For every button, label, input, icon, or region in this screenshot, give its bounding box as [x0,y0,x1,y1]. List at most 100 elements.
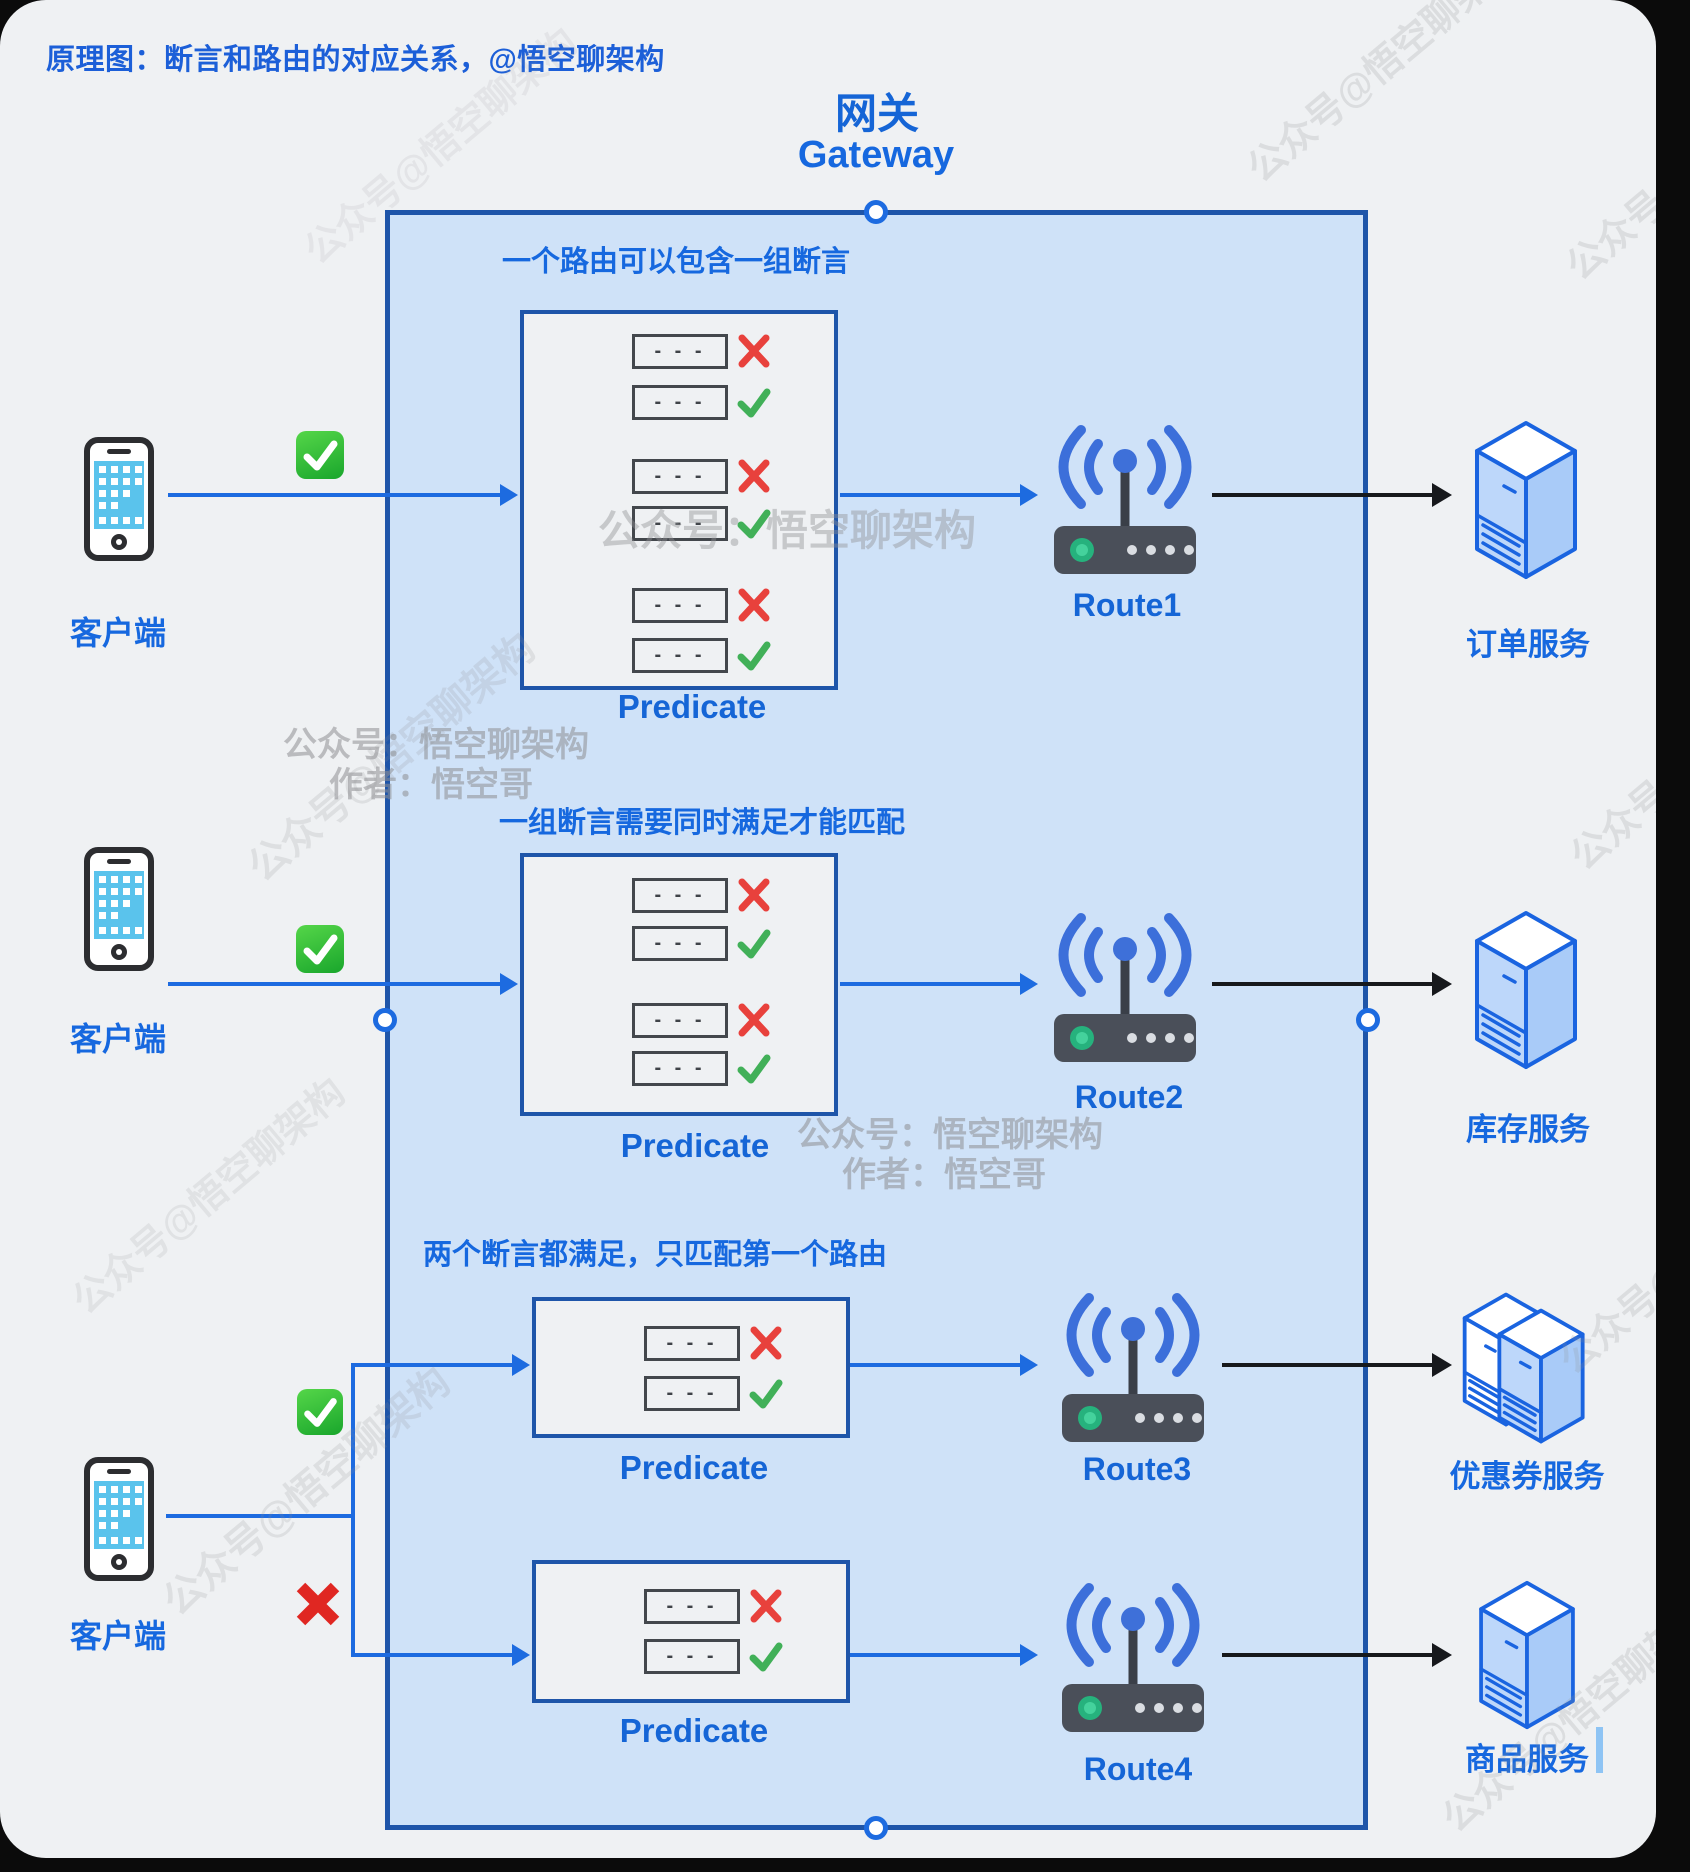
check-icon [737,388,771,418]
arrowhead [1020,1644,1038,1666]
arrowhead [1020,973,1038,995]
arrowhead [1020,484,1038,506]
service-label-4: 商品服务 [1465,1742,1589,1777]
predicate-rule: - - - [632,925,773,961]
dash-text: - - - [654,339,706,362]
predicate-box-2: - - - - - - - - - - - - [520,853,838,1116]
cross-icon [738,334,770,368]
client-phone-icon [84,437,154,561]
cross-icon [738,459,770,493]
predicate-rule: - - - [632,458,773,494]
predicate-rule: - - - [632,384,773,420]
check-icon [737,1054,771,1084]
dash-text: - - - [654,511,706,534]
dash-text: - - - [666,1644,718,1667]
match-check-emoji [296,431,344,479]
predicate-rule: - - - [632,637,773,673]
arrow-predicate4-to-route4 [850,1653,1022,1657]
watermark-diagonal: 公众号@悟空聊架构 [65,1071,354,1323]
dash-text: - - - [654,643,706,666]
server-icon [1475,421,1577,579]
predicate-rule: - - - [644,1325,785,1361]
rule-box: - - - [632,637,728,673]
predicate-rule: - - - [632,1050,773,1086]
predicate-rule: - - - [632,877,773,913]
gateway-title-en: Gateway [797,134,955,176]
cross-icon [750,1589,782,1623]
rule-box: - - - [632,925,728,961]
gateway-handle-left[interactable] [373,1008,397,1032]
arrow-route2-to-service2 [1212,982,1434,986]
line-client3-to-branch [166,1514,355,1518]
predicate-rule: - - - [644,1588,785,1624]
router-icon [1054,425,1196,574]
gateway-handle-top[interactable] [864,200,888,224]
rule-box: - - - [632,587,728,623]
rule-box: - - - [632,877,728,913]
cross-icon [738,878,770,912]
arrow-route1-to-service1 [1212,493,1434,497]
rule-box: - - - [644,1375,740,1411]
arrowhead [1432,972,1452,996]
predicate-box-1: - - - - - - - - - - - - - - - - - - [520,310,838,690]
rule-box: - - - [644,1325,740,1361]
rule-box: - - - [632,333,728,369]
rule-box: - - - [632,1002,728,1038]
arrowhead [500,973,518,995]
gateway-title-zh: 网关 [834,90,920,137]
arrow-client2-to-predicate2 [168,982,502,986]
gateway-handle-right[interactable] [1356,1008,1380,1032]
service-label-3: 优惠券服务 [1449,1459,1605,1494]
text-cursor [1596,1727,1603,1773]
service-label-2: 库存服务 [1466,1112,1590,1147]
predicate-label-1: Predicate [617,688,767,725]
client-label-1: 客户端 [69,615,167,651]
rule-box: - - - [632,1050,728,1086]
route-label-3: Route3 [1082,1451,1192,1487]
dash-text: - - - [654,593,706,616]
match-check-emoji [296,925,344,973]
cross-icon [750,1326,782,1360]
cross-icon [738,1003,770,1037]
server-icon [1479,1580,1575,1730]
page-background: 原理图：断言和路由的对应关系，@悟空聊架构 网关 Gateway 一个路由可以包… [0,0,1656,1858]
dash-text: - - - [654,1056,706,1079]
arrowhead [512,1354,530,1376]
route-label-2: Route2 [1074,1079,1184,1115]
router-icon [1054,913,1196,1062]
arrow-client1-to-predicate1 [168,493,502,497]
dash-text: - - - [654,1008,706,1031]
client-phone-icon [84,1457,154,1581]
predicate-rule: - - - [644,1638,785,1674]
gateway-handle-bottom[interactable] [864,1816,888,1840]
arrowhead [512,1644,530,1666]
branch-vertical-line [351,1363,355,1657]
dash-text: - - - [654,464,706,487]
match-check-emoji [297,1389,343,1435]
server-icon [1475,911,1577,1069]
dash-text: - - - [654,931,706,954]
arrowhead [1020,1354,1038,1376]
route-label-4: Route4 [1083,1751,1193,1787]
dash-text: - - - [654,883,706,906]
arrowhead [500,484,518,506]
arrow-predicate1-to-route1 [840,493,1022,497]
arrow-route3-to-service3 [1222,1363,1434,1367]
dash-text: - - - [666,1594,718,1617]
predicate-rule: - - - [632,587,773,623]
arrow-predicate3-to-route3 [850,1363,1022,1367]
arrow-route4-to-service4 [1222,1653,1434,1657]
no-match-cross-emoji [296,1582,340,1626]
predicate-label-2: Predicate [620,1127,770,1164]
server-duo-icon [1462,1292,1590,1444]
predicate-box-4: - - - - - - [532,1560,850,1703]
client-phone-icon [84,847,154,971]
rule-box: - - - [644,1588,740,1624]
check-icon [737,509,771,539]
arrowhead [1432,1353,1452,1377]
predicate-rule: - - - [632,505,773,541]
page-caption: 原理图：断言和路由的对应关系，@悟空聊架构 [46,44,665,76]
client-label-3: 客户端 [69,1618,167,1654]
dash-text: - - - [666,1331,718,1354]
client-label-2: 客户端 [69,1021,167,1057]
